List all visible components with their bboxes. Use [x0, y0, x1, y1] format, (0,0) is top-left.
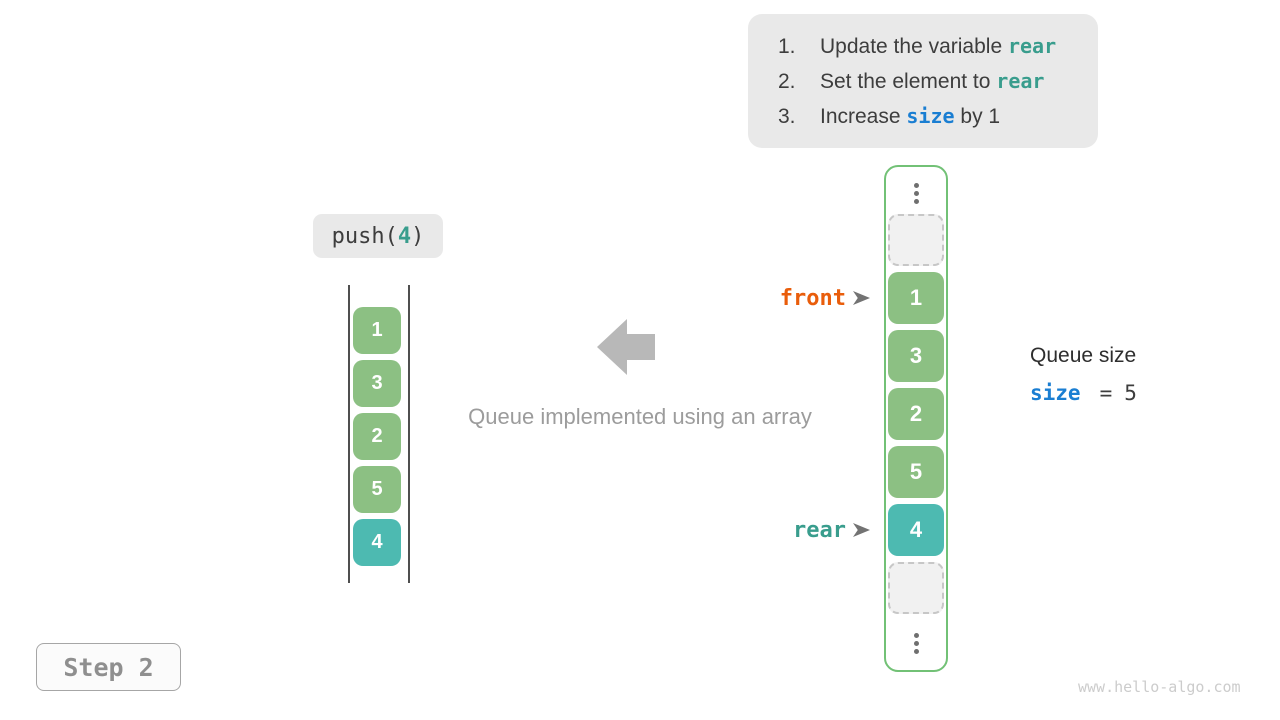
size-variable: size — [1030, 381, 1081, 405]
instruction-item-2: 2. Set the element to rear — [778, 69, 1080, 94]
instruction-text: Update the variable rear — [820, 34, 1056, 59]
code-token-rear: rear — [1007, 33, 1057, 58]
ellipsis-dot — [913, 641, 919, 646]
instruction-text-plain: Set the element to — [820, 69, 997, 93]
rear-pointer-label: rear — [793, 517, 846, 543]
ellipsis-dot — [913, 649, 919, 654]
size-number: 5 — [1124, 381, 1137, 405]
queue-element-new: 4 — [353, 519, 401, 566]
instruction-text-plain: by 1 — [954, 104, 1001, 128]
equals-sign: = — [1099, 381, 1113, 405]
array-cell: 3 — [888, 330, 944, 382]
queue-wall-left — [348, 285, 350, 583]
instruction-item-1: 1. Update the variable rear — [778, 34, 1080, 59]
instruction-text: Set the element to rear — [820, 69, 1044, 94]
operation-fn: push( — [331, 223, 398, 249]
instruction-text-plain: Update the variable — [820, 34, 1008, 58]
queue-element: 5 — [353, 466, 401, 513]
array-cell: 5 — [888, 446, 944, 498]
code-token-size: size — [906, 103, 955, 128]
step-label: Step 2 — [63, 652, 154, 682]
array-cell: 1 — [888, 272, 944, 324]
ellipsis-dot — [913, 183, 919, 188]
watermark: www.hello-algo.com — [1078, 678, 1241, 696]
arrow-head — [597, 319, 627, 375]
array-cell: 2 — [888, 388, 944, 440]
operation-arg: 4 — [397, 223, 412, 249]
instruction-text-plain: Increase — [820, 104, 907, 128]
ellipsis-dot — [913, 191, 919, 196]
right-arrowhead-icon — [853, 523, 870, 537]
front-pointer-label: front — [779, 285, 846, 311]
queue-size-value: size = 5 — [1030, 381, 1137, 405]
step-badge: Step 2 — [36, 643, 181, 691]
operation-badge: push(4) — [313, 214, 443, 258]
instruction-panel: 1. Update the variable rear 2. Set the e… — [748, 14, 1098, 148]
ellipsis-dot — [913, 633, 919, 638]
empty-array-cell-top — [888, 214, 944, 266]
instruction-number: 1. — [778, 34, 796, 58]
vertical-ellipsis-bottom-icon — [886, 633, 946, 654]
queue-wall-right — [408, 285, 410, 583]
abstract-queue-stack: 1 3 2 5 4 — [353, 307, 401, 566]
left-block-arrow-icon — [597, 319, 655, 375]
instruction-number: 3. — [778, 104, 796, 128]
array-cell-new: 4 — [888, 504, 944, 556]
queue-size-caption: Queue size — [1030, 344, 1137, 367]
queue-element: 2 — [353, 413, 401, 460]
vertical-ellipsis-top-icon — [886, 183, 946, 204]
rear-pointer: rear — [760, 517, 870, 543]
front-pointer: front — [760, 285, 870, 311]
instruction-number: 2. — [778, 69, 796, 93]
operation-close-paren: ) — [411, 223, 425, 249]
right-arrowhead-icon — [853, 291, 870, 305]
empty-array-cell-bottom — [888, 562, 944, 614]
instruction-text: Increase size by 1 — [820, 104, 1000, 129]
queue-element: 3 — [353, 360, 401, 407]
array-container: 1 3 2 5 4 — [884, 165, 948, 672]
code-token-rear: rear — [996, 68, 1045, 93]
queue-element: 1 — [353, 307, 401, 354]
instruction-item-3: 3. Increase size by 1 — [778, 104, 1080, 129]
diagram-caption: Queue implemented using an array — [468, 404, 812, 429]
ellipsis-dot — [913, 199, 919, 204]
arrow-stem — [627, 334, 655, 360]
